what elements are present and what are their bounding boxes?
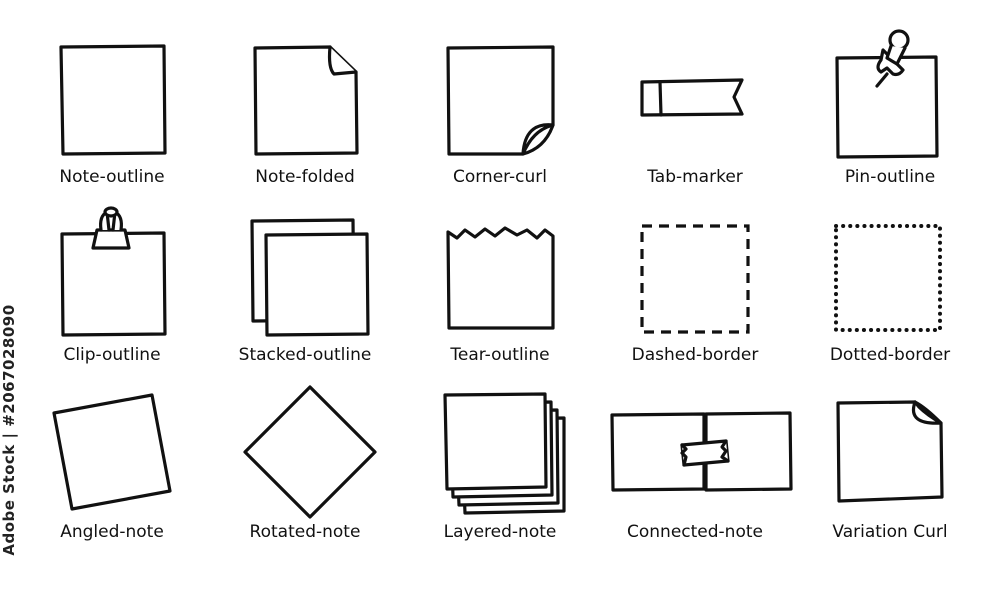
icon-label: Connected-note xyxy=(627,522,763,542)
icon-label: Stacked-outline xyxy=(238,345,372,365)
icon-sheet: Adobe Stock | #2067028090 Note-outline N… xyxy=(0,29,985,556)
stacked-outline-icon xyxy=(250,218,370,337)
note-outline-cell: Note-outline xyxy=(17,30,207,210)
icon-label: Note-outline xyxy=(59,167,165,187)
icon-label: Corner-curl xyxy=(452,167,548,187)
icon-label: Pin-outline xyxy=(844,167,936,187)
icon-label: Layered-note xyxy=(443,522,557,542)
variation-curl-icon xyxy=(836,400,944,503)
dashed-border-icon xyxy=(640,224,750,334)
icon-label: Rotated-note xyxy=(249,522,361,542)
dotted-border-icon xyxy=(834,224,942,332)
dashed-border-cell: Dashed-border xyxy=(600,208,790,388)
layered-note-cell: Layered-note xyxy=(405,385,595,565)
variation-curl-cell: Variation Curl xyxy=(795,385,985,565)
icon-label: Dotted-border xyxy=(829,345,951,365)
note-outline-icon xyxy=(59,44,167,156)
icon-label: Clip-outline xyxy=(63,345,161,365)
icon-label: Dashed-border xyxy=(631,345,759,365)
icon-label: Angled-note xyxy=(60,522,164,542)
stacked-outline-cell: Stacked-outline xyxy=(210,208,400,388)
icon-label: Variation Curl xyxy=(832,522,948,542)
angled-note-icon xyxy=(52,393,172,511)
layered-note-icon xyxy=(443,392,566,515)
note-folded-icon xyxy=(253,45,359,156)
corner-curl-cell: Corner-curl xyxy=(405,30,595,210)
connected-note-cell: Connected-note xyxy=(600,385,793,565)
angled-note-cell: Angled-note xyxy=(17,385,207,565)
pin-outline-icon xyxy=(835,29,939,159)
corner-curl-icon xyxy=(446,45,555,156)
connected-note-icon xyxy=(610,411,793,492)
pin-outline-cell: Pin-outline xyxy=(795,29,985,210)
tear-outline-cell: Tear-outline xyxy=(405,208,595,388)
tab-marker-cell: Tab-marker xyxy=(600,30,790,210)
icon-label: Tear-outline xyxy=(450,345,550,365)
tear-outline-icon xyxy=(446,226,555,330)
rotated-note-icon xyxy=(243,385,377,519)
icon-label: Note-folded xyxy=(255,167,355,187)
clip-outline-icon xyxy=(60,206,167,337)
rotated-note-cell: Rotated-note xyxy=(210,385,400,565)
dotted-border-cell: Dotted-border xyxy=(795,208,985,388)
tab-marker-icon xyxy=(640,78,744,117)
note-folded-cell: Note-folded xyxy=(210,30,400,210)
icon-label: Tab-marker xyxy=(647,167,743,187)
clip-outline-cell: Clip-outline xyxy=(17,206,207,388)
